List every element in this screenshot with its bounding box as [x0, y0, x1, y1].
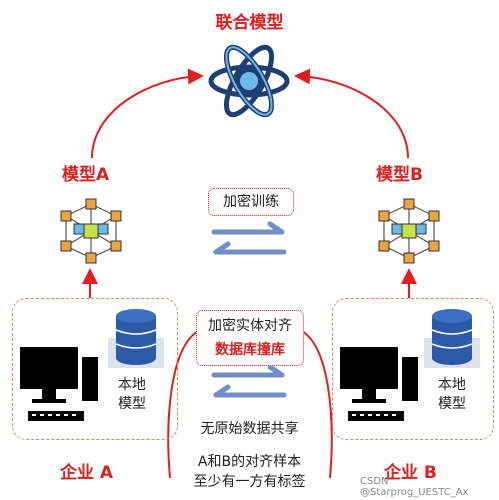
right-bracket [299, 329, 333, 479]
local-model-b-line2: 模型 [438, 396, 466, 412]
double-arrow-training [211, 221, 287, 255]
encrypted-training-label: 加密训练 [223, 194, 279, 210]
local-model-b-label: 本地 模型 [428, 376, 476, 414]
local-model-a-line2: 模型 [118, 396, 146, 412]
encrypted-alignment-label: 加密实体对齐 [208, 318, 292, 334]
encrypted-alignment-box: 加密实体对齐 数据库撞库 [196, 310, 304, 366]
db-collision-label: 数据库撞库 [215, 342, 285, 358]
model-b-label: 模型B [376, 165, 423, 185]
watermark: CSDN @Starprog_UESTC_Ax [360, 476, 469, 498]
double-arrow-alignment [211, 364, 287, 398]
joint-model-title: 联合模型 [215, 13, 284, 33]
no-raw-share-label: 无原始数据共享 [200, 421, 299, 437]
atom-icon [208, 44, 290, 118]
computer-icon-a [20, 347, 98, 421]
local-model-a-line1: 本地 [118, 377, 146, 393]
enterprise-b-label: 企业 B [384, 463, 437, 483]
network-cube-icon-a [60, 198, 122, 264]
enterprise-a-label: 企业 A [60, 463, 114, 483]
local-model-a-label: 本地 模型 [108, 376, 156, 414]
sample-note-line1: A和B的对齐样本 [197, 454, 302, 470]
local-model-b-line1: 本地 [438, 377, 466, 393]
arrow-model-b-to-joint [294, 68, 409, 159]
model-a-label: 模型A [62, 165, 110, 185]
sample-note: A和B的对齐样本 至少有一方有标签 [0, 452, 499, 492]
database-icon-a [108, 309, 164, 368]
network-cube-icon-b [378, 198, 440, 264]
left-bracket [167, 329, 201, 479]
computer-icon-b [340, 347, 418, 421]
enterprise-b-box [332, 298, 494, 440]
sample-note-line2: 至少有一方有标签 [193, 474, 306, 490]
enterprise-a-box [12, 298, 178, 440]
database-icon-b [424, 309, 480, 368]
arrow-model-a-to-joint [91, 68, 204, 159]
encrypted-training-box: 加密训练 [208, 188, 294, 216]
